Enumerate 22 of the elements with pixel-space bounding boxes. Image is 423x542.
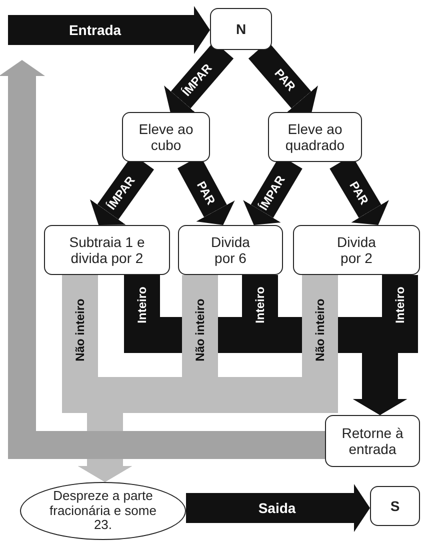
edge-label: PAR [194, 178, 218, 208]
arrow [0, 60, 325, 459]
edge-label: Inteiro [135, 286, 149, 324]
process-ellipse: Despreze a parte fracionária e some 23. [20, 482, 186, 540]
process-box: Divida por 2 [293, 225, 420, 275]
edge-label: Inteiro [393, 286, 407, 324]
process-box: Subtraia 1 e divida por 2 [44, 225, 170, 275]
process-box: Divida por 6 [178, 225, 283, 275]
arrow [186, 484, 370, 532]
edge-label: Inteiro [253, 286, 267, 324]
edge-label: Não inteiro [193, 298, 207, 362]
process-box: Eleve ao cubo [122, 112, 210, 162]
arrow [78, 275, 338, 482]
process-box: S [370, 486, 420, 526]
edge-label: Entrada [68, 22, 122, 38]
edge-label: Não inteiro [313, 298, 327, 362]
arrow [8, 6, 210, 54]
edge-label: Saida [258, 500, 296, 516]
process-box: N [210, 8, 272, 50]
edge-label: Não inteiro [73, 298, 87, 362]
process-box: Eleve ao quadrado [268, 112, 362, 162]
process-box: Retorne à entrada [325, 415, 420, 467]
